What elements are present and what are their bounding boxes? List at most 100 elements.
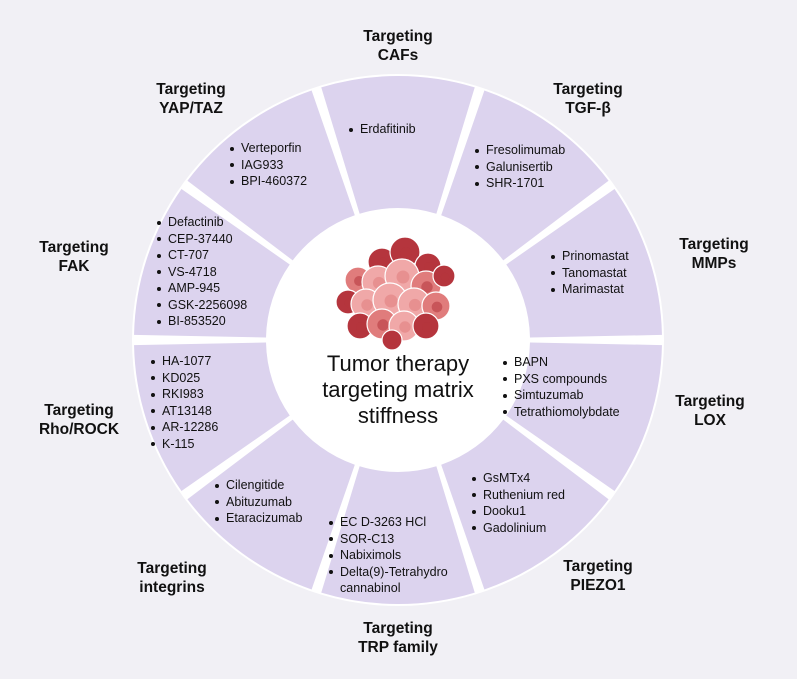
drug-name: AR-12286 — [162, 420, 219, 434]
ring-segment-fak — [134, 188, 290, 338]
drug-item: BPI-460372 — [228, 173, 307, 190]
drug-item: BI-853520 — [155, 313, 247, 330]
drug-item: VS-4718 — [155, 264, 247, 281]
drug-item: Prinomastat — [549, 248, 629, 265]
drug-name: Gadolinium — [483, 520, 547, 535]
drug-name: BPI-460372 — [241, 174, 308, 188]
segment-label-line: Targeting — [44, 402, 114, 419]
segment-label-line: Targeting — [363, 620, 433, 637]
drug-name: Dooku1 — [483, 504, 527, 518]
ring-segment-piezo1 — [441, 419, 609, 590]
drug-item: KD025 — [149, 370, 218, 387]
drug-name: AMP-945 — [168, 281, 221, 295]
drug-name: Ruthenium red — [483, 487, 565, 502]
segment-label-integrins: Targeting integrins — [137, 559, 206, 597]
drug-item: Simtuzumab — [501, 387, 620, 404]
segment-label-line: Targeting — [563, 558, 633, 575]
drug-name: SOR-C13 — [340, 531, 395, 546]
segment-label-line: Targeting — [553, 81, 623, 98]
drug-name: GsMTx4 — [483, 471, 531, 485]
segment-label-line: Targeting — [39, 239, 109, 256]
drug-item: PXS compounds — [501, 371, 620, 388]
drug-item: BAPN — [501, 354, 620, 371]
ring-segment-tgf-beta — [441, 90, 609, 261]
drug-name: KD025 — [162, 370, 201, 385]
drug-item: Erdafitinib — [347, 121, 416, 138]
drug-item: Tanomastat — [549, 265, 629, 282]
drug-item: CEP-37440 — [155, 231, 247, 248]
drug-item: HA-1077 — [149, 353, 218, 370]
drug-name: Simtuzumab — [514, 388, 584, 402]
drug-name: HA-1077 — [162, 354, 212, 368]
drug-name: Galunisertib — [486, 159, 553, 174]
drug-item: Dooku1 — [470, 503, 565, 520]
ring-segment-mmps — [506, 188, 662, 338]
drug-item: Abituzumab — [213, 494, 302, 511]
drug-name: Tetrathiomolybdate — [514, 404, 620, 419]
segment-label-line: TGF-β — [565, 100, 611, 117]
drug-item: AMP-945 — [155, 280, 247, 297]
drug-item: EC D-3263 HCl — [327, 514, 448, 531]
segment-label-line: integrins — [139, 579, 205, 596]
drug-name: CEP-37440 — [168, 231, 233, 246]
center-title-line: Tumor therapy — [326, 351, 470, 376]
segment-label-line: YAP/TAZ — [159, 100, 223, 117]
drug-item: SOR-C13 — [327, 531, 448, 548]
tumor-cell-cluster-icon — [335, 236, 456, 351]
drug-name: VS-4718 — [168, 264, 217, 279]
ring-segment-cafs — [321, 75, 475, 214]
segment-label-line: LOX — [694, 412, 726, 429]
drug-name: IAG933 — [241, 157, 284, 172]
drug-item: Defactinib — [155, 214, 247, 231]
drug-name: Tanomastat — [562, 265, 627, 280]
segment-label-line: TRP family — [358, 639, 438, 656]
drug-item: Tetrathiomolybdate — [501, 404, 620, 421]
drug-item: Ruthenium red — [470, 487, 565, 504]
drug-name: AT13148 — [162, 403, 212, 418]
drug-item: CT-707 — [155, 247, 247, 264]
center-title-line: stiffness — [357, 403, 439, 428]
drug-item: Cilengitide — [213, 477, 302, 494]
drug-item: RKI983 — [149, 386, 218, 403]
ring-segment-yap-taz — [187, 90, 355, 261]
drug-name: Cilengitide — [226, 478, 285, 492]
segment-label-line: Targeting — [363, 28, 433, 45]
drug-name: Nabiximols — [340, 548, 402, 562]
center-title: Tumor therapy targeting matrix stiffness — [322, 351, 474, 429]
drug-name: CT-707 — [168, 248, 209, 262]
segment-label-line: Targeting — [156, 81, 226, 98]
segment-label-line: Targeting — [137, 560, 207, 577]
drug-item: Etaracizumab — [213, 510, 302, 527]
segment-label-line: Targeting — [675, 393, 745, 410]
drug-item: Nabiximols — [327, 547, 448, 564]
drug-name: Marimastat — [562, 282, 624, 296]
drug-name: Fresolimumab — [486, 143, 566, 157]
drug-name: Delta(9)-Tetrahydro — [340, 564, 448, 579]
drug-item: SHR-1701 — [473, 175, 565, 192]
segment-label-line: CAFs — [377, 47, 419, 64]
drug-item: Gadolinium — [470, 520, 565, 537]
drug-item: K-115 — [149, 436, 218, 453]
drug-item: Marimastat — [549, 281, 629, 298]
drug-name: SHR-1701 — [486, 176, 545, 190]
drug-name: GSK-2256098 — [168, 297, 248, 312]
drug-name: Prinomastat — [562, 249, 629, 263]
drug-item: GSK-2256098 — [155, 297, 247, 314]
segment-label-line: PIEZO1 — [570, 577, 626, 594]
ring-segment-integrins — [187, 419, 355, 590]
drug-name: PXS compounds — [514, 371, 608, 386]
